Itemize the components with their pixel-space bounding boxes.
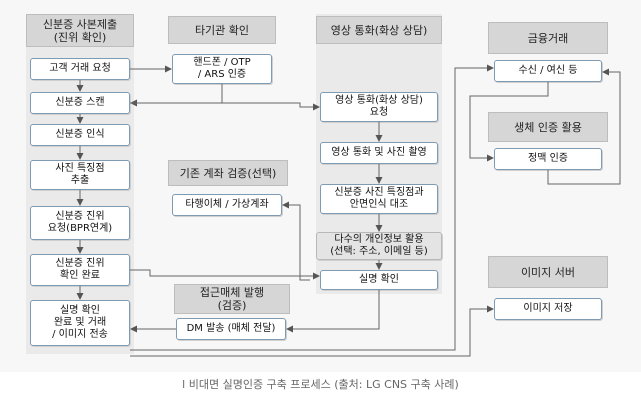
box-realname-check: 실명 확인 xyxy=(320,270,438,290)
box-face-match: 신분증 사진 특징점과 안면인식 대조 xyxy=(320,184,438,214)
box-request: 고객 거래 요청 xyxy=(30,58,130,80)
diagram-frame: 신분증 사본제출 (진위 확인) 타기관 확인 영상 통화(화상 상담) 금융거… xyxy=(26,14,608,354)
header-finance: 금융거래 xyxy=(488,22,608,54)
box-video-request: 영상 통화(화상 상담) 요청 xyxy=(320,92,438,122)
box-recognize: 신분증 인식 xyxy=(30,124,130,146)
box-photo-extract: 사진 특징점 추출 xyxy=(30,160,130,190)
header-id-submit: 신분증 사본제출 (진위 확인) xyxy=(26,14,134,47)
header-access-media: 접근매체 발행 (검증) xyxy=(174,284,290,314)
header-video-call: 영상 통화(화상 상담) xyxy=(316,16,442,44)
header-image-server: 이미지 서버 xyxy=(488,256,608,288)
header-other-org: 타기관 확인 xyxy=(168,16,276,44)
header-existing-account: 기존 계좌 검증(선택) xyxy=(168,160,288,186)
box-personal-info: 다수의 개인정보 활용 (선택: 주소, 이메일 등) xyxy=(316,232,442,260)
box-phone-otp: 핸드폰 / OTP / ARS 인증 xyxy=(172,54,272,84)
box-scan: 신분증 스캔 xyxy=(30,92,130,114)
box-image-store: 이미지 저장 xyxy=(494,298,602,320)
figure-caption: l 비대면 실명인증 구축 프로세스 (출처: LG CNS 구축 사례) xyxy=(182,378,459,391)
header-biometric: 생체 인증 활용 xyxy=(488,112,608,142)
box-video-shoot: 영상 통화 및 사진 촬영 xyxy=(320,142,438,164)
box-transfer: 타행이체 / 가상계좌 xyxy=(172,194,282,216)
box-verify-done: 신분증 진위 확인 완료 xyxy=(30,254,130,286)
box-transmit: 실명 확인 완료 및 거래 / 이미지 전송 xyxy=(30,300,130,346)
box-dm-send: DM 발송 (매체 전달) xyxy=(176,318,286,340)
box-bpr-request: 신분증 진위 요청(BPR연계) xyxy=(30,206,130,240)
box-vein: 정맥 인증 xyxy=(494,148,602,170)
box-deposit: 수신 / 여신 등 xyxy=(494,60,602,82)
connector-lines xyxy=(76,64,621,357)
